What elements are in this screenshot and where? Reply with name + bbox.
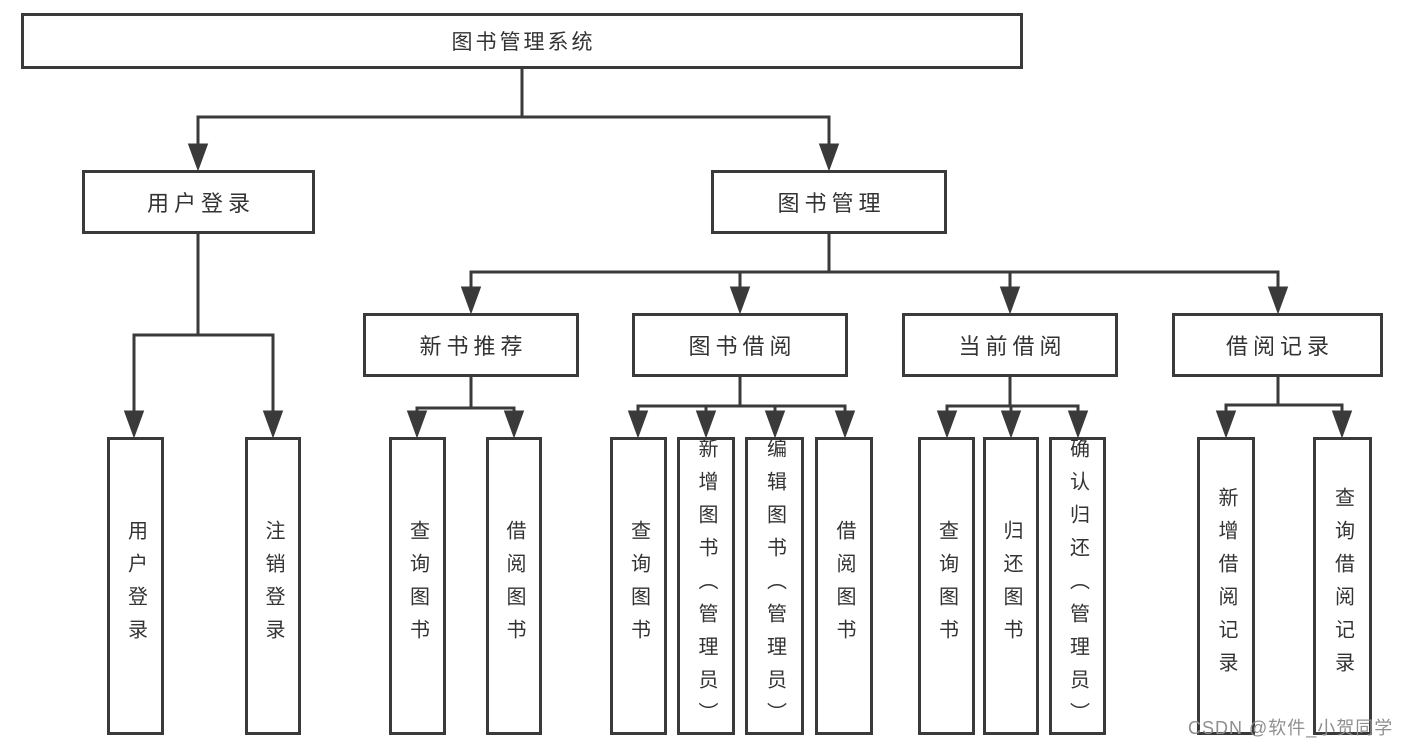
arrowhead-icon bbox=[262, 410, 284, 439]
node-borrow-records-label: 借阅记录 bbox=[1225, 334, 1334, 359]
node-root: 图书管理系统 bbox=[21, 13, 1023, 69]
node-leaf-br-query-record-label: 查询借阅记录 bbox=[1331, 487, 1354, 685]
node-leaf-nbr-borrow-books: 借阅图书 bbox=[486, 437, 542, 735]
node-new-book-recommend-label: 新书推荐 bbox=[419, 334, 528, 359]
connector-newbookrec-to-children bbox=[415, 377, 516, 416]
node-leaf-cb-return-books-label: 归还图书 bbox=[1000, 520, 1022, 652]
node-leaf-bb-query-books-label: 查询图书 bbox=[627, 520, 650, 652]
arrowhead-icon bbox=[695, 410, 717, 439]
node-leaf-bb-borrow-books: 借阅图书 bbox=[815, 437, 873, 735]
node-leaf-br-add-record: 新增借阅记录 bbox=[1197, 437, 1255, 735]
node-borrow-records: 借阅记录 bbox=[1172, 313, 1383, 377]
node-leaf-logout: 注销登录 bbox=[245, 437, 301, 735]
arrowhead-icon bbox=[460, 286, 482, 315]
node-book-management-label: 图书管理 bbox=[777, 191, 886, 216]
arrowhead-icon bbox=[1067, 410, 1089, 439]
arrowhead-icon bbox=[834, 410, 856, 439]
node-leaf-nbr-query-books-label: 查询图书 bbox=[406, 520, 429, 652]
node-user-login: 用户登录 bbox=[82, 170, 315, 234]
watermark: CSDN @软件_小贺同学 bbox=[1188, 718, 1394, 738]
node-current-borrow: 当前借阅 bbox=[902, 313, 1118, 377]
arrowhead-icon bbox=[818, 143, 840, 172]
node-leaf-nbr-borrow-books-label: 借阅图书 bbox=[503, 520, 525, 652]
arrowhead-icon bbox=[123, 410, 145, 439]
node-book-management: 图书管理 bbox=[711, 170, 947, 234]
arrowhead-icon bbox=[1267, 286, 1289, 315]
arrowheads bbox=[123, 143, 1353, 439]
connector-root-to-level2 bbox=[196, 69, 831, 148]
arrowhead-icon bbox=[187, 143, 209, 172]
node-leaf-user-login-label: 用户登录 bbox=[124, 520, 147, 652]
node-book-borrow: 图书借阅 bbox=[632, 313, 848, 377]
node-new-book-recommend: 新书推荐 bbox=[363, 313, 579, 377]
node-book-borrow-label: 图书借阅 bbox=[688, 334, 797, 359]
connector-bookmgmt-to-level3 bbox=[469, 234, 1280, 291]
node-leaf-bb-edit-books-admin: 编辑图书（管理员） bbox=[745, 437, 804, 735]
node-leaf-br-query-record: 查询借阅记录 bbox=[1313, 437, 1372, 735]
node-leaf-cb-query-books: 查询图书 bbox=[918, 437, 975, 735]
node-leaf-bb-borrow-books-label: 借阅图书 bbox=[833, 520, 855, 652]
node-root-label: 图书管理系统 bbox=[451, 31, 596, 54]
node-leaf-bb-add-books-admin: 新增图书（管理员） bbox=[677, 437, 735, 735]
node-leaf-bb-edit-books-admin-label: 编辑图书（管理员） bbox=[763, 437, 786, 735]
node-leaf-nbr-query-books: 查询图书 bbox=[389, 437, 446, 735]
node-leaf-bb-query-books: 查询图书 bbox=[610, 437, 667, 735]
arrowhead-icon bbox=[936, 410, 958, 439]
arrowhead-icon bbox=[406, 410, 428, 439]
arrowhead-icon bbox=[729, 286, 751, 315]
arrowhead-icon bbox=[1331, 410, 1353, 439]
arrowhead-icon bbox=[764, 410, 786, 439]
node-leaf-cb-query-books-label: 查询图书 bbox=[935, 520, 958, 652]
node-current-borrow-label: 当前借阅 bbox=[958, 334, 1067, 359]
connector-userlogin-to-children bbox=[132, 234, 275, 415]
node-leaf-cb-confirm-return-admin: 确认归还（管理员） bbox=[1049, 437, 1106, 735]
node-user-login-label: 用户登录 bbox=[146, 191, 255, 216]
node-leaf-user-login: 用户登录 bbox=[107, 437, 164, 735]
arrowhead-icon bbox=[627, 410, 649, 439]
connector-currentborrow-to-children bbox=[945, 377, 1080, 416]
arrowhead-icon bbox=[1215, 410, 1237, 439]
arrowhead-icon bbox=[1000, 410, 1022, 439]
node-leaf-cb-return-books: 归还图书 bbox=[983, 437, 1039, 735]
arrowhead-icon bbox=[999, 286, 1021, 315]
node-leaf-bb-add-books-admin-label: 新增图书（管理员） bbox=[695, 437, 717, 735]
node-leaf-logout-label: 注销登录 bbox=[262, 520, 284, 652]
arrowhead-icon bbox=[503, 410, 525, 439]
node-leaf-cb-confirm-return-admin-label: 确认归还（管理员） bbox=[1066, 437, 1089, 735]
node-leaf-br-add-record-label: 新增借阅记录 bbox=[1215, 487, 1237, 685]
connector-borrowrecords-to-children bbox=[1224, 377, 1344, 416]
connector-bookborrow-to-children bbox=[636, 377, 847, 416]
